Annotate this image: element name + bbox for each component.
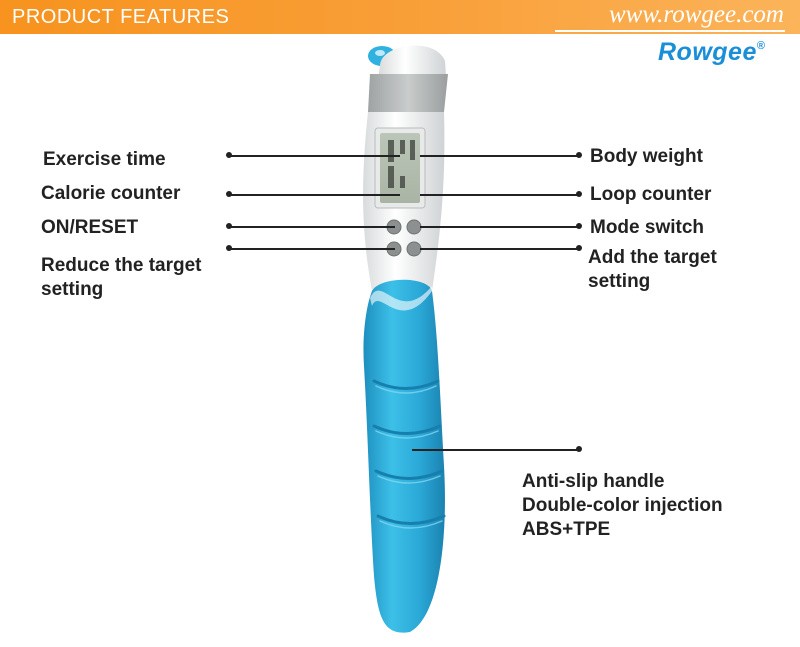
feature-reduce-target-line2: setting xyxy=(41,279,104,300)
dot-body-weight xyxy=(576,152,582,158)
website-url[interactable]: www.rowgee.com xyxy=(609,1,784,28)
leader-mode-switch xyxy=(420,226,578,228)
feature-loop-counter: Loop counter xyxy=(590,184,712,205)
dot-mode-switch xyxy=(576,223,582,229)
leader-calorie-counter xyxy=(230,194,400,196)
dot-handle xyxy=(576,446,582,452)
feature-calorie-counter: Calorie counter xyxy=(41,183,181,204)
leader-on-reset xyxy=(230,226,395,228)
brand-logo: Rowgee® xyxy=(658,38,765,67)
feature-add-target-line1: Add the target xyxy=(588,247,717,268)
leader-body-weight xyxy=(420,155,578,157)
url-underline xyxy=(555,30,785,32)
dot-calorie-counter xyxy=(226,191,232,197)
dot-exercise-time xyxy=(226,152,232,158)
leader-reduce-target xyxy=(230,248,395,250)
feature-add-target-line2: setting xyxy=(588,271,651,292)
registered-mark: ® xyxy=(756,40,766,52)
feature-anti-slip-handle: Anti-slip handle xyxy=(522,471,665,492)
dot-add-target xyxy=(576,245,582,251)
leader-handle xyxy=(412,449,578,451)
feature-double-color-injection: Double-color injection xyxy=(522,495,723,516)
grip-ridges xyxy=(372,379,446,525)
dot-on-reset xyxy=(226,223,232,229)
dot-reduce-target xyxy=(226,245,232,251)
leader-loop-counter xyxy=(420,194,578,196)
feature-reduce-target-line1: Reduce the target xyxy=(41,255,202,276)
feature-exercise-time: Exercise time xyxy=(43,149,166,170)
dot-loop-counter xyxy=(576,191,582,197)
feature-on-reset: ON/RESET xyxy=(41,217,139,238)
feature-body-weight: Body weight xyxy=(590,146,703,167)
leader-exercise-time xyxy=(230,155,400,157)
feature-mode-switch: Mode switch xyxy=(590,217,705,238)
header-banner: PRODUCT FEATURES www.rowgee.com xyxy=(0,0,800,34)
brand-logo-text: Rowgee xyxy=(658,38,757,66)
feature-material: ABS+TPE xyxy=(522,519,611,540)
jump-rope-handle-image xyxy=(363,45,448,633)
leader-add-target xyxy=(420,248,578,250)
banner-title: PRODUCT FEATURES xyxy=(12,6,230,28)
